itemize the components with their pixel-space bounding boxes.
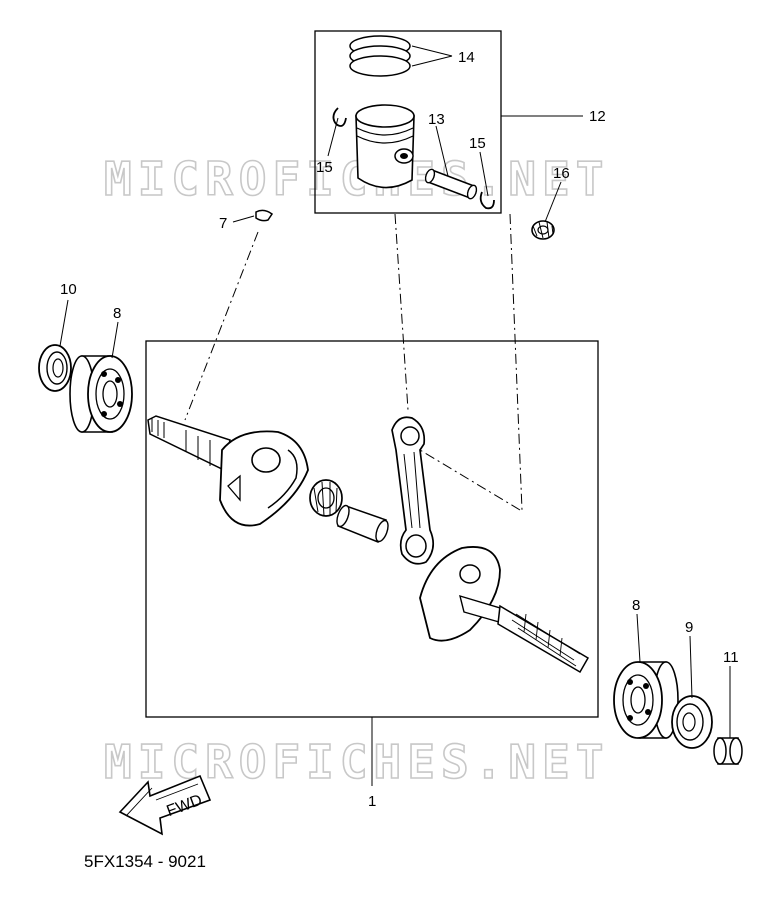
callout-10: 10 [60, 281, 77, 298]
big-end-bearing [309, 479, 343, 517]
crank-pin [336, 504, 389, 543]
collar [713, 737, 743, 765]
callout-8-right: 8 [632, 597, 640, 614]
crank-web-left [147, 415, 309, 527]
callout-15-left: 15 [316, 159, 333, 176]
callout-15-right: 15 [469, 135, 486, 152]
circlip-right [479, 191, 495, 210]
callout-16: 16 [553, 165, 570, 182]
callout-9: 9 [685, 619, 693, 636]
callout-7: 7 [219, 215, 227, 232]
watermark-bottom: MICROFICHES.NET [104, 735, 609, 789]
bearing-left [69, 355, 133, 433]
piston-rings [349, 35, 411, 77]
crank-web-right [419, 546, 590, 674]
alignment-lines [184, 213, 523, 511]
connecting-rod [391, 416, 435, 565]
oil-seal-left [38, 344, 72, 392]
callout-1: 1 [368, 793, 376, 810]
piston-pin [424, 168, 478, 200]
circlip-left [332, 107, 347, 127]
small-end-bearing [531, 220, 555, 240]
callout-11: 11 [723, 649, 739, 666]
bearing-right [613, 661, 679, 739]
drawing-code: 5FX1354 - 9021 [84, 852, 206, 871]
callout-13: 13 [428, 111, 445, 128]
leader-lines [59, 45, 731, 786]
watermark-top: MICROFICHES.NET [104, 152, 609, 206]
callout-12: 12 [589, 108, 606, 125]
oil-seal-right [671, 695, 713, 749]
piston-kit-frame [314, 30, 502, 214]
woodruff-key [255, 209, 274, 222]
callout-14: 14 [458, 49, 475, 66]
callout-8-left: 8 [113, 305, 121, 322]
piston [355, 104, 415, 189]
